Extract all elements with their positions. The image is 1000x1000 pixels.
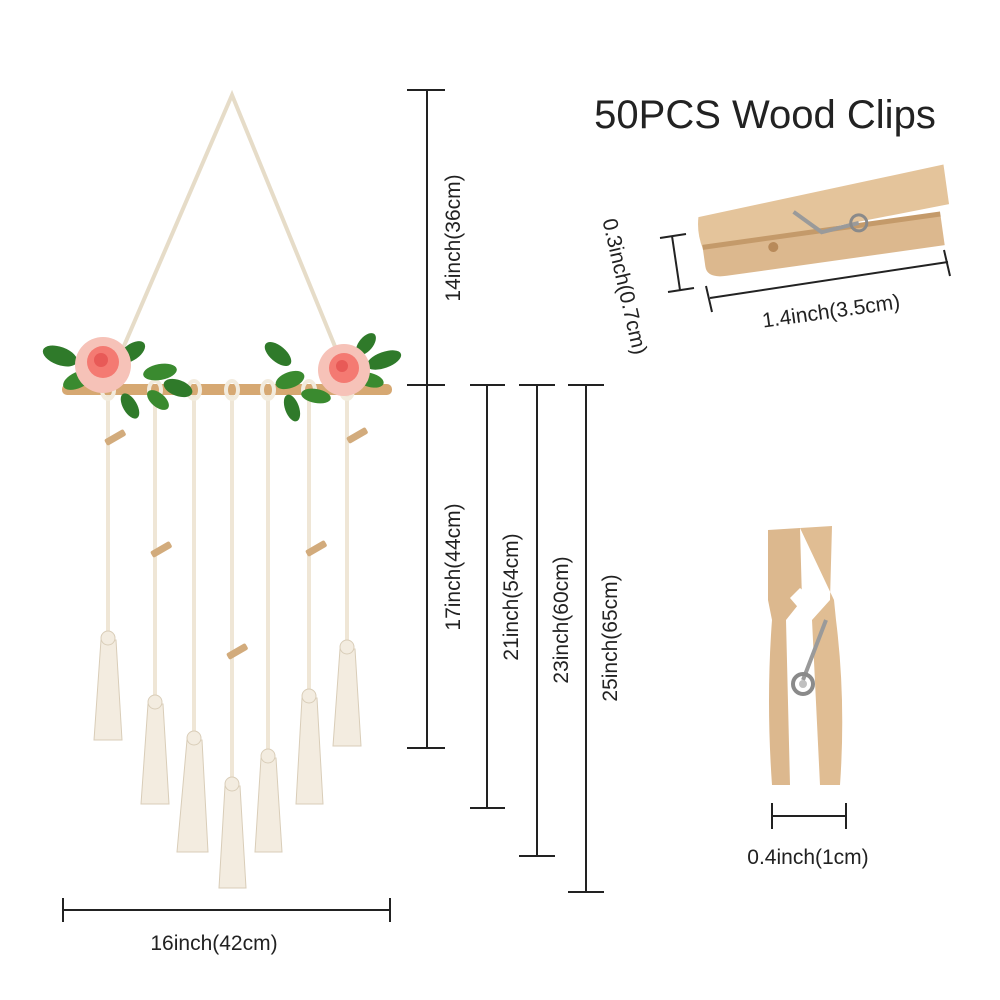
width-label: 16inch(42cm) [150,932,277,955]
clip-lower-jaw [702,215,945,277]
mini-clip [305,540,327,557]
clip-right-leg [800,526,843,785]
clip-thickness-dimension-line [671,235,681,291]
leaf [366,350,402,370]
mini-clip [104,429,126,446]
product-title: 50PCS Wood Clips [594,93,936,137]
length-3-label: 23inch(60cm) [550,556,573,683]
leaf [356,333,376,355]
leaf [275,370,305,390]
mini-clip [150,541,172,558]
mini-clip [226,643,248,660]
leaf [143,363,177,381]
clip-width-dimension-line [771,803,847,829]
leaf [147,390,169,410]
tassel [218,785,247,889]
leaf [163,378,193,398]
tassel [93,639,123,741]
clip-thickness-label: 0.3inch(0.7cm) [598,216,652,357]
hanging-cord [103,89,354,391]
tassel [176,739,209,853]
tassel [295,697,324,805]
tassel [332,648,362,747]
clip-upper-jaw [698,164,950,249]
macrame-hanger [42,89,402,889]
tassel [254,757,283,853]
wood-clip-side-view [698,164,950,277]
leaf [120,393,140,419]
leaf [301,388,331,404]
tassel [140,703,170,805]
dimension-lines [62,89,604,922]
length-2-label: 21inch(54cm) [500,533,523,660]
length-1-label: 17inch(44cm) [442,503,465,630]
clip-length-label: 1.4inch(3.5cm) [761,291,902,333]
rose-cluster-right [264,333,402,422]
mini-clip [346,427,368,444]
mini-clips [104,427,368,660]
leaf [264,342,292,366]
clip-left-leg [768,528,802,785]
wood-clip-front-view [768,526,843,785]
spring-icon [801,619,828,681]
tassels [93,630,362,889]
hanger-height-label: 14inch(36cm) [442,174,465,301]
clip-width-label: 0.4inch(1cm) [747,846,868,869]
rose-cluster-left [42,337,193,419]
clip-length-dimension-line [709,261,949,299]
spring-icon [792,210,860,235]
leaf [42,345,78,367]
length-4-label: 25inch(65cm) [599,574,622,701]
tassel-strands [106,392,349,782]
clip-notch [790,588,812,612]
leaf [283,394,301,422]
clip-dimension-lines [659,233,951,313]
